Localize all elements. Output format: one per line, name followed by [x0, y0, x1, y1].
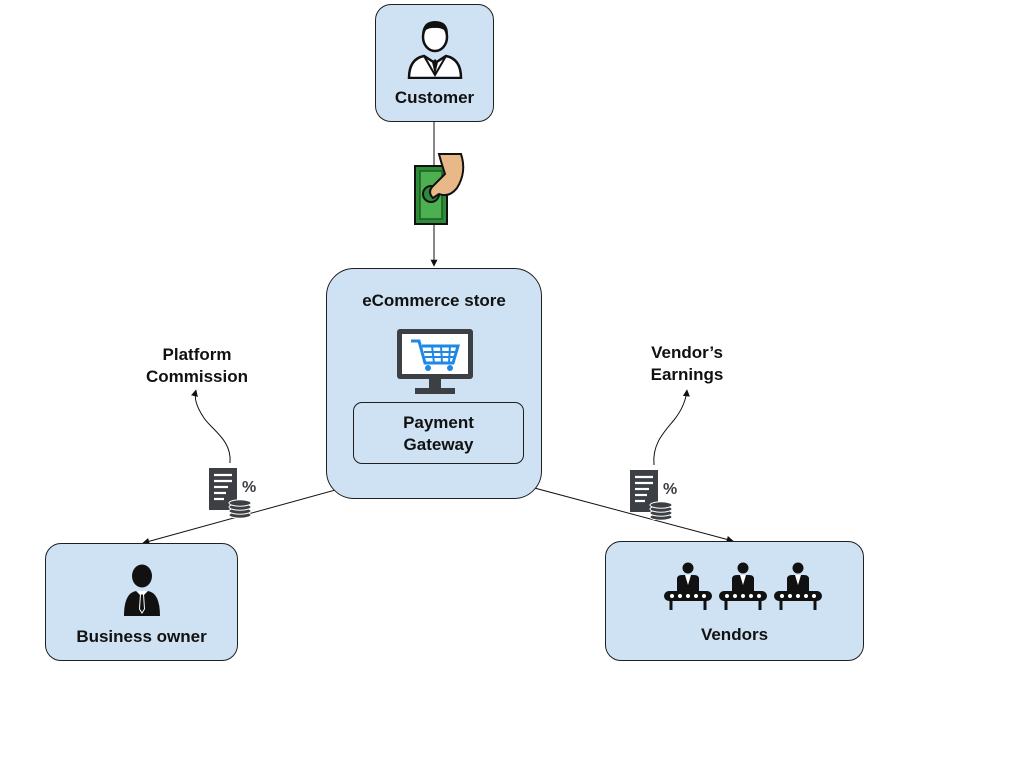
- vendors-label: Vendors: [700, 625, 769, 644]
- payment-gateway-label-line1: Payment: [403, 413, 474, 432]
- platform-commission-label: Platform Commission: [127, 344, 267, 388]
- platform-commission-line2: Commission: [145, 367, 249, 386]
- businessman-icon: [124, 564, 160, 616]
- customer-icon: [407, 21, 463, 79]
- svg-text:%: %: [663, 481, 677, 498]
- svg-text:%: %: [242, 479, 256, 496]
- cash-payment-icon: [414, 153, 465, 225]
- customer-node: Customer: [375, 4, 494, 122]
- shopping-cart-monitor-icon: [397, 329, 473, 394]
- customer-label: Customer: [394, 88, 475, 107]
- payment-gateway-node: Payment Gateway: [353, 402, 524, 464]
- vendor-earnings-line2: Earnings: [650, 365, 724, 384]
- ecommerce-store-label: eCommerce store: [362, 291, 506, 310]
- earnings-receipt-icon: %: [630, 470, 677, 520]
- platform-commission-line1: Platform: [162, 345, 232, 364]
- earnings-curved-arrow: [653, 389, 690, 466]
- payment-gateway-label-line2: Gateway: [403, 435, 474, 454]
- business-owner-node: Business owner: [45, 543, 238, 661]
- business-owner-label: Business owner: [76, 627, 207, 646]
- vendor-earnings-line1: Vendor’s: [651, 343, 723, 362]
- vendor-icon: [719, 562, 767, 610]
- commission-receipt-icon: %: [209, 468, 256, 518]
- ecommerce-store-node: eCommerce store Payment Gateway: [326, 268, 542, 499]
- commission-curved-arrow: [191, 389, 231, 464]
- vendor-icon: [664, 562, 712, 610]
- vendor-earnings-label: Vendor’s Earnings: [627, 342, 747, 386]
- vendors-node: Vendors: [605, 541, 864, 661]
- vendor-icon: [774, 562, 822, 610]
